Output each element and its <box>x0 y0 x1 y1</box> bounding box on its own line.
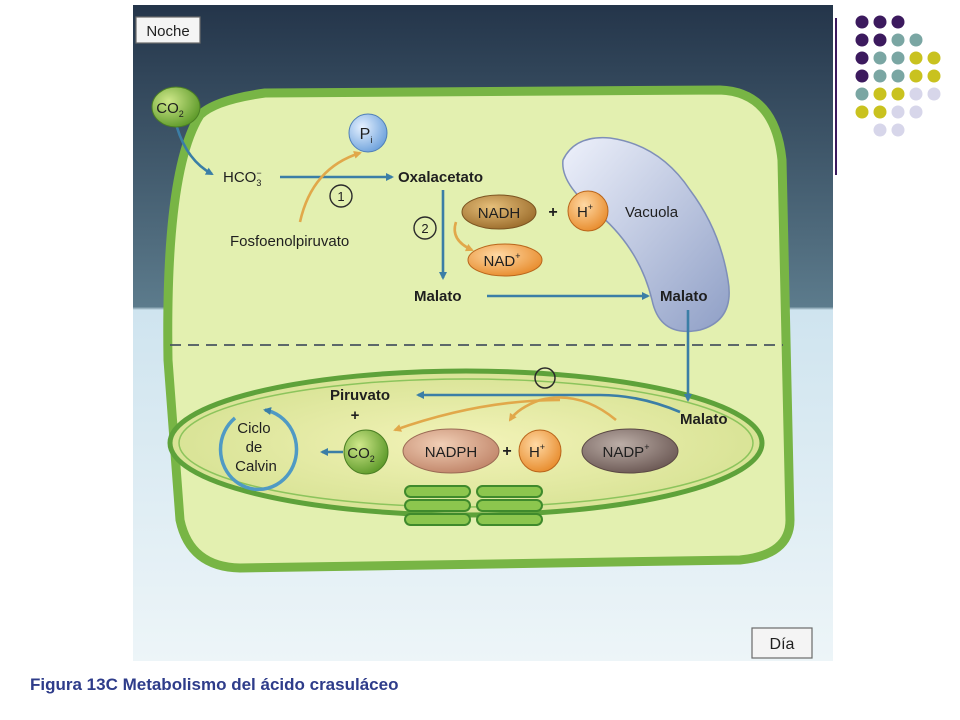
plus-sign-1: + <box>548 204 557 221</box>
nad-plus-label: NAD+ <box>484 251 521 270</box>
nadph-label: NADPH <box>425 444 478 461</box>
step-2-marker: 2 <box>413 216 437 240</box>
oxalacetato-label: Oxalacetato <box>398 169 483 186</box>
decorative-dot <box>873 33 887 47</box>
h-plus-bubble-2 <box>518 429 562 473</box>
decorative-dot <box>909 87 923 101</box>
decorative-dot <box>873 15 887 29</box>
decorative-dot <box>927 87 941 101</box>
co2-outside-bubble <box>151 86 201 128</box>
piruvato-plus-sign: + <box>351 407 360 424</box>
decorative-dot <box>873 105 887 119</box>
decorative-dot <box>909 33 923 47</box>
vacuola-label: Vacuola <box>625 204 679 221</box>
piruvato-label: Piruvato <box>330 387 390 404</box>
h-plus-label-2: H+ <box>529 442 545 461</box>
calvin-cycle-arrow <box>218 407 299 492</box>
day-tag-box <box>751 627 813 659</box>
decorative-dot <box>927 69 941 83</box>
arrow-pep-to-pi <box>298 150 362 223</box>
pi-label: Pi <box>360 126 373 145</box>
nadh-bubble <box>461 194 537 230</box>
nadp-plus-bubble <box>581 428 679 474</box>
arrow-malato-to-piruvato <box>416 391 681 414</box>
arrow-co2-to-hco3 <box>174 123 214 176</box>
nad-plus-bubble <box>467 243 543 277</box>
decorative-dot <box>873 69 887 83</box>
day-tag: Día <box>770 636 795 653</box>
vacuole <box>562 136 730 333</box>
calvin-cycle-label: Ciclo de Calvin <box>235 420 277 475</box>
decorative-dot <box>855 69 869 83</box>
transporter-marker <box>534 367 556 389</box>
decorative-dot <box>855 15 869 29</box>
pathway-arrows <box>174 123 692 492</box>
co2-outside-label: CO2 <box>156 100 184 119</box>
hco3-label: HCO3− <box>223 168 262 188</box>
decorative-dot <box>891 69 905 83</box>
pi-bubble <box>348 113 388 153</box>
decorative-dot <box>891 51 905 65</box>
malato-vacuole-label: Malato <box>660 288 708 305</box>
step-1-marker: 1 <box>329 184 353 208</box>
decorative-dot <box>891 123 905 137</box>
nadh-label: NADH <box>478 205 521 222</box>
decorative-dot <box>873 51 887 65</box>
co2-inner-bubble <box>343 429 389 475</box>
arrow-malato-to-co2 <box>393 398 561 432</box>
decorative-dot <box>855 33 869 47</box>
malato-cytoplasm-label: Malato <box>414 288 462 305</box>
svg-text:2: 2 <box>421 221 428 236</box>
nadp-plus-label: NADP+ <box>603 442 650 461</box>
h-plus-bubble-1 <box>567 190 609 232</box>
night-tag: Noche <box>146 23 189 40</box>
decorative-dot <box>927 51 941 65</box>
decorative-dot <box>855 105 869 119</box>
h-plus-label-1: H+ <box>577 202 593 221</box>
figure-caption: Figura 13C Metabolismo del ácido crasulá… <box>30 675 399 694</box>
svg-text:1: 1 <box>337 189 344 204</box>
thylakoid-stacks <box>404 485 543 526</box>
co2-inner-label: CO2 <box>347 445 375 464</box>
plus-sign-2: + <box>502 443 511 460</box>
decorative-dot <box>909 69 923 83</box>
decorative-dot <box>891 33 905 47</box>
night-tag-box <box>135 16 201 44</box>
decorative-dot <box>891 105 905 119</box>
decorative-dot <box>891 87 905 101</box>
fosfoenolpiruvato-label: Fosfoenolpiruvato <box>230 233 349 250</box>
decorative-dot <box>909 51 923 65</box>
arrow-nadh-to-nad <box>453 221 474 252</box>
decorative-dot <box>891 15 905 29</box>
decorative-dot <box>873 123 887 137</box>
decorative-dot <box>855 87 869 101</box>
decorative-dot <box>909 105 923 119</box>
nadph-bubble <box>402 428 500 474</box>
malato-chloroplast-label: Malato <box>680 411 728 428</box>
decorative-dot-grid <box>855 15 941 137</box>
decorative-dot <box>873 87 887 101</box>
decorative-dot <box>855 51 869 65</box>
